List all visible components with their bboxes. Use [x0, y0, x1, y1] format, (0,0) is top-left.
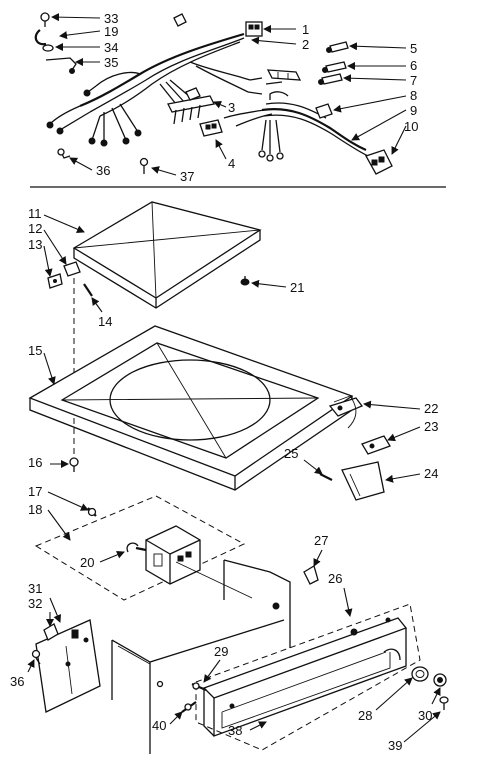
- callout-37: 37: [180, 169, 194, 184]
- part-6-terminal: [322, 61, 347, 73]
- callout-36-bottom: 36: [10, 674, 24, 689]
- part-17-screw: [87, 507, 97, 517]
- callout-29: 29: [214, 644, 228, 659]
- callout-36-top: 36: [96, 163, 110, 178]
- switch-link-line: [333, 395, 357, 429]
- part-4-plug: [199, 119, 223, 137]
- part-34-clamp: [42, 44, 54, 52]
- leaders-section-2: [43, 214, 421, 483]
- part-16-screw: [69, 457, 79, 472]
- part-35-bracket: [45, 57, 77, 74]
- top-cover-section: [28, 201, 421, 501]
- part-39-dial-clip: [439, 696, 449, 710]
- callout-22: 22: [424, 401, 438, 416]
- part-1-connector: [245, 21, 263, 37]
- callout-28: 28: [358, 708, 372, 723]
- part-38-end-cap: [383, 648, 401, 661]
- part-26-control-panel: [202, 617, 408, 737]
- callout-1: 1: [302, 22, 309, 37]
- callout-13: 13: [28, 237, 42, 252]
- part-5-terminal: [326, 41, 349, 53]
- part-7-terminal: [318, 73, 343, 85]
- callout-10: 10: [404, 119, 418, 134]
- part-24-switch-cover: [341, 461, 385, 501]
- callout-23: 23: [424, 419, 438, 434]
- callout-33: 33: [104, 11, 118, 26]
- part-19-clip: [34, 13, 187, 46]
- callout-18: 18: [28, 502, 42, 517]
- callout-14: 14: [98, 314, 112, 329]
- callout-20: 20: [80, 555, 94, 570]
- part-15-top-panel: [28, 325, 354, 491]
- part-31-access-cover: [35, 619, 101, 713]
- part-36-screw-top: [57, 148, 71, 159]
- callout-17: 17: [28, 484, 42, 499]
- part-9-wire-harness: [258, 91, 369, 162]
- wiring-harness-section: [34, 12, 407, 176]
- callout-labels: 33 19 34 35 1 2 5 6 7 8 9 10 3 4 36 37 1…: [10, 11, 438, 753]
- callout-38: 38: [228, 723, 242, 738]
- callout-12: 12: [28, 221, 42, 236]
- part-28-knob: [411, 666, 429, 682]
- part-12-hinge: [63, 261, 81, 277]
- callout-8: 8: [410, 88, 417, 103]
- callout-40: 40: [152, 718, 166, 733]
- callout-3: 3: [228, 100, 235, 115]
- part-36-screw-bottom: [31, 649, 41, 665]
- part-11-lid: [72, 201, 262, 309]
- callout-9: 9: [410, 103, 417, 118]
- part-21-bumper: [240, 276, 250, 286]
- callout-11: 11: [28, 206, 42, 221]
- callout-32: 32: [28, 596, 42, 611]
- callout-7: 7: [410, 73, 417, 88]
- part-3-terminal-block: [167, 87, 215, 125]
- part-23-switch-bracket: [361, 435, 391, 455]
- callout-26: 26: [328, 571, 342, 586]
- callout-21: 21: [290, 280, 304, 295]
- cabinet-frame: [111, 559, 291, 754]
- callout-27: 27: [314, 533, 328, 548]
- callout-34: 34: [104, 40, 118, 55]
- callout-5: 5: [410, 41, 417, 56]
- callout-30: 30: [418, 708, 432, 723]
- leaders-section-3: [27, 491, 441, 743]
- timer-shaft-line: [175, 561, 253, 599]
- callout-35: 35: [104, 55, 118, 70]
- callout-2: 2: [302, 37, 309, 52]
- part-25-pin: [319, 473, 333, 481]
- console-section: [27, 491, 449, 754]
- part-14-pin: [83, 283, 93, 297]
- part-30-knob-insert: [433, 673, 447, 687]
- callout-19: 19: [104, 24, 118, 39]
- part-27-clip: [303, 565, 319, 585]
- callout-25: 25: [284, 446, 298, 461]
- part-38-panel-outline: [195, 603, 421, 751]
- part-33-screw: [40, 12, 50, 27]
- callout-16: 16: [28, 455, 42, 470]
- callout-24: 24: [424, 466, 438, 481]
- part-29-screw: [191, 682, 207, 692]
- callout-6: 6: [410, 58, 417, 73]
- leaders-section-1: [51, 13, 407, 176]
- part-2-wire-harness: [46, 32, 263, 147]
- part-20-timer: [126, 525, 201, 585]
- part-10-plug: [365, 149, 393, 175]
- callout-15: 15: [28, 343, 42, 358]
- callout-39: 39: [388, 738, 402, 753]
- callout-4: 4: [228, 156, 235, 171]
- part-40-screw: [181, 701, 197, 713]
- part-18-mounting-plate: [34, 495, 246, 601]
- part-13-hinge-bracket: [47, 273, 63, 289]
- callout-31: 31: [28, 581, 42, 596]
- harness-connectors: [223, 69, 302, 127]
- part-8-connector: [315, 103, 333, 119]
- part-37-screw: [139, 157, 149, 174]
